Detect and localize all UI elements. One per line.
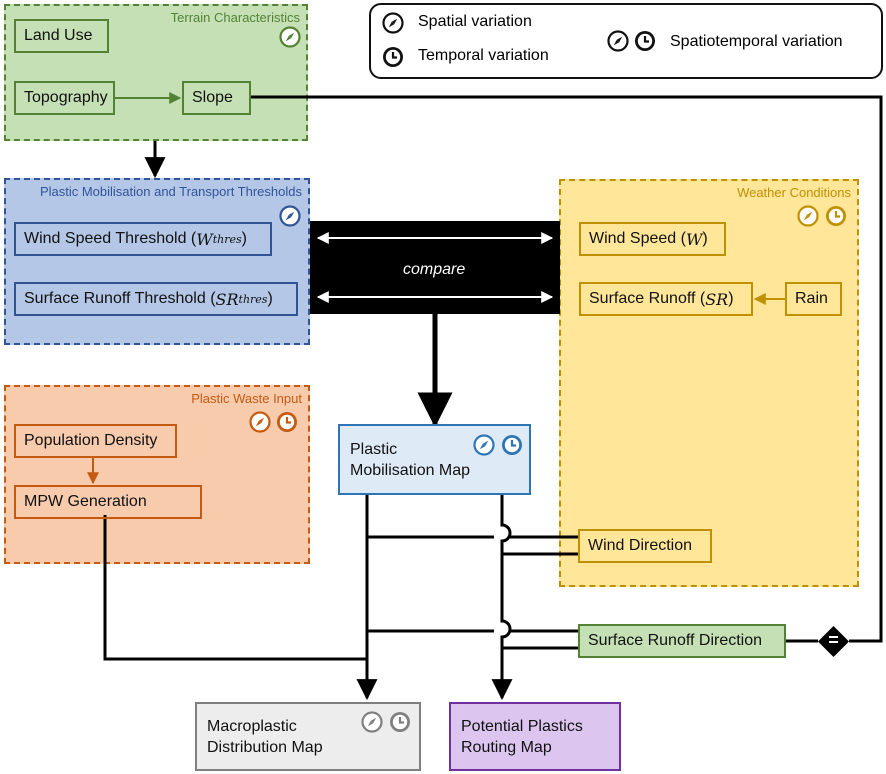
mpw-to-macroplastic-line [103,515,367,661]
surface-runoff-direction-box: Surface Runoff Direction [578,624,786,658]
land-use-label: Land Use [24,27,93,44]
clock-icon [825,205,847,227]
plastic-mobilisation-map-box: Plastic Mobilisation Map [338,424,531,495]
wind-speed-label: Wind Speed ( [589,230,686,247]
runoff-threshold-close: ) [267,290,273,307]
wind-threshold-symbol: W [196,229,213,249]
clock-icon [276,411,298,433]
rain-box: Rain [785,282,842,316]
population-density-box: Population Density [14,424,177,458]
mpw-generation-label: MPW Generation [24,493,147,510]
runoff-threshold-subscript: thres [238,292,268,306]
compass-icon [249,411,271,433]
equals-symbol: = [828,630,839,650]
rain-label: Rain [795,290,828,307]
equals-diamond: = [818,626,849,657]
wind-threshold-label: Wind Speed Threshold ( [24,230,197,247]
surface-runoff-box: Surface Runoff (SR) [579,282,753,316]
wind-speed-close: ) [702,230,708,247]
weather-group-title: Weather Conditions [737,185,851,200]
macroplastic-map-line1: Macroplastic [207,718,297,735]
terrain-group-title: Terrain Characteristics [170,10,300,25]
wind-direction-box: Wind Direction [578,529,712,563]
wind-speed-box: Wind Speed (W) [579,222,726,256]
clock-icon [634,30,656,52]
macroplastic-distribution-map-box: Macroplastic Distribution Map [195,702,421,771]
topography-box: Topography [14,81,115,115]
runoff-threshold-label: Surface Runoff Threshold ( [24,290,216,307]
wind-speed-symbol: W [685,229,703,249]
waste-group-title: Plastic Waste Input [191,391,302,406]
routing-map-line1: Potential Plastics [461,718,583,735]
wind-threshold-subscript: thres [212,232,242,246]
legend-spatial-label: Spatial variation [418,13,532,30]
compare-label: compare [403,261,466,278]
compass-icon [279,205,301,227]
wind-threshold-close: ) [241,230,247,247]
mpw-generation-box: MPW Generation [14,485,202,519]
compass-icon [607,30,629,52]
wind-direction-label: Wind Direction [588,537,693,554]
compass-icon [473,434,495,456]
land-use-box: Land Use [14,19,109,53]
slope-label: Slope [192,89,233,106]
terrain-group: Terrain Characteristics [4,4,308,141]
compass-icon [797,205,819,227]
topography-label: Topography [24,89,108,106]
surface-runoff-symbol: SR [705,289,729,309]
runoff-threshold-symbol: SR [215,289,239,309]
thresholds-group: Plastic Mobilisation and Transport Thres… [4,178,310,345]
thresholds-group-title: Plastic Mobilisation and Transport Thres… [39,184,302,199]
compass-icon [279,26,301,48]
surface-runoff-label: Surface Runoff ( [589,290,706,307]
mobilisation-map-line1: Plastic [350,441,398,458]
routing-map-line2: Routing Map [461,739,552,756]
legend-temporal-label: Temporal variation [418,47,549,64]
clock-icon [382,46,404,68]
slope-to-runoff-direction-line [251,95,883,643]
compass-icon [382,12,404,34]
clock-icon [501,434,523,456]
weather-group: Weather Conditions [559,179,859,587]
population-density-label: Population Density [24,432,158,449]
surface-runoff-close: ) [728,290,734,307]
potential-plastics-routing-map-box: Potential Plastics Routing Map [449,702,621,771]
slope-box: Slope [182,81,251,115]
compass-icon [361,711,383,733]
mobilisation-to-routing-arrow [491,495,513,701]
legend-spatiotemporal-label: Spatiotemporal variation [670,33,843,50]
clock-icon [389,711,411,733]
surface-runoff-direction-label: Surface Runoff Direction [588,632,763,649]
mobilisation-map-line2: Mobilisation Map [350,462,471,479]
macroplastic-map-line2: Distribution Map [207,739,323,756]
